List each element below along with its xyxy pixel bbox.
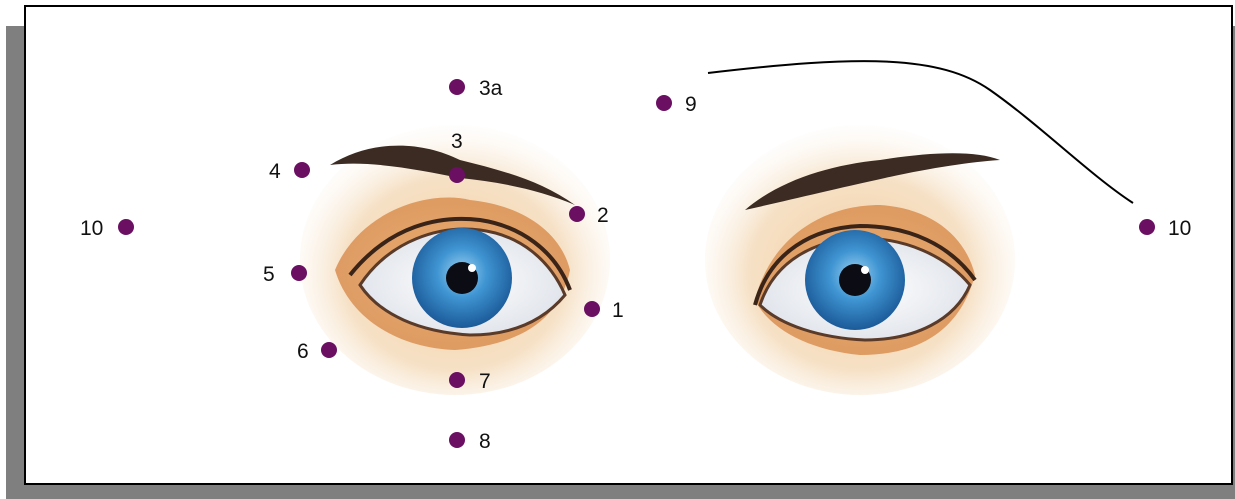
point-dot xyxy=(656,95,672,111)
point-label: 3a xyxy=(479,77,503,100)
point-3a: 3a xyxy=(449,77,503,100)
point-label: 9 xyxy=(685,93,697,116)
point-5: 5 xyxy=(263,263,307,286)
point-label: 7 xyxy=(479,370,491,393)
point-dot xyxy=(449,79,465,95)
point-10-right: 10 xyxy=(1139,217,1191,240)
point-dot xyxy=(449,372,465,388)
point-label: 10 xyxy=(1168,217,1191,240)
point-dot xyxy=(118,219,134,235)
point-dot xyxy=(294,162,310,178)
point-4: 4 xyxy=(269,160,310,183)
point-dot xyxy=(321,342,337,358)
point-dot xyxy=(569,206,585,222)
point-label: 1 xyxy=(612,299,624,322)
left-eye-illustration xyxy=(300,125,610,395)
point-dot xyxy=(291,265,307,281)
point-9: 9 xyxy=(656,93,697,116)
point-label: 8 xyxy=(479,430,491,453)
point-dot xyxy=(449,432,465,448)
right-eye-illustration xyxy=(705,125,1015,395)
point-label: 3 xyxy=(451,130,463,153)
point-label: 4 xyxy=(269,160,281,183)
point-label: 5 xyxy=(263,263,275,286)
point-dot xyxy=(449,167,465,183)
point-dot xyxy=(584,301,600,317)
point-label: 10 xyxy=(80,217,103,240)
point-label: 2 xyxy=(597,204,609,227)
point-10-left: 10 xyxy=(80,217,134,240)
point-label: 6 xyxy=(297,340,309,363)
point-8: 8 xyxy=(449,430,491,453)
point-6: 6 xyxy=(297,340,337,363)
point-dot xyxy=(1139,219,1155,235)
